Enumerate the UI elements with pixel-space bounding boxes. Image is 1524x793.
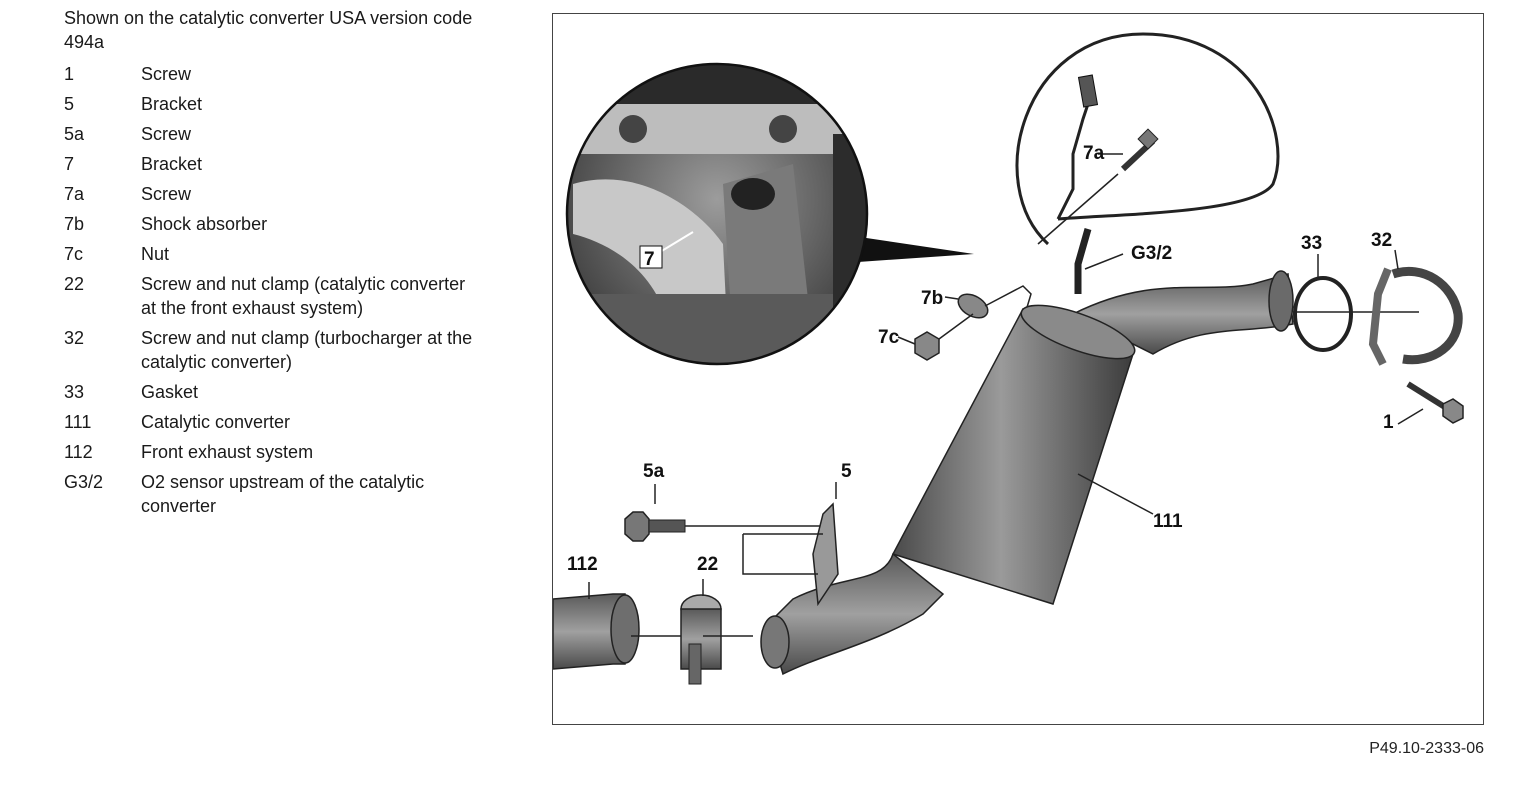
legend-row: 32 Screw and nut clamp (turbocharger at t…: [64, 326, 504, 374]
bracket-5: 5: [742, 461, 852, 607]
legend-code: 32: [64, 328, 85, 348]
clamp-22: 22: [680, 554, 753, 685]
legend-row: 22 Screw and nut clamp (catalytic convert…: [64, 272, 504, 320]
legend-description: Gasket: [141, 382, 199, 402]
callout-33: 33: [1301, 233, 1322, 254]
legend-description: Screw and nut clamp (turbocharger at the…: [141, 328, 473, 372]
legend-title: Shown on the catalytic converter USA ver…: [64, 8, 473, 52]
legend-code: 111: [64, 412, 92, 432]
legend-row: G3/2 O2 sensor upstream of the catalytic …: [64, 470, 504, 518]
legend-description: Shock absorber: [141, 214, 268, 234]
callout-g3-2: G3/2: [1131, 243, 1172, 264]
figure-id: P49.10-2333-06: [1369, 740, 1484, 757]
legend-description: Screw: [141, 184, 192, 204]
gasket-33: 33: [1293, 233, 1419, 352]
legend-code: 7: [64, 154, 75, 174]
legend-code: G3/2: [64, 472, 104, 492]
callout-32: 32: [1371, 230, 1392, 251]
shock-absorber-7b: 7b: [921, 285, 1032, 319]
legend-code: 5: [64, 94, 75, 114]
o2-sensor-g3-2: G3/2: [1015, 32, 1280, 294]
legend-description: Screw and nut clamp (catalytic converter…: [141, 274, 466, 318]
callout-7: 7: [644, 249, 655, 270]
legend-code: 7b: [64, 214, 85, 234]
legend-row: 7a Screw: [64, 182, 504, 206]
callout-1: 1: [1383, 412, 1394, 433]
detail-inset: 7: [565, 62, 974, 366]
screw-1: 1: [1383, 381, 1464, 433]
front-exhaust-112: 112: [552, 554, 685, 670]
legend-row: 7 Bracket: [64, 152, 504, 176]
legend-row: 112 Front exhaust system: [64, 440, 504, 464]
legend-row: 5a Screw: [64, 122, 504, 146]
legend-description: Screw: [141, 64, 192, 84]
legend-code: 1: [64, 64, 75, 84]
clamp-32: 32: [1368, 230, 1463, 366]
legend-code: 5a: [64, 124, 85, 144]
catalytic-converter-111: 111: [760, 270, 1294, 676]
legend: Shown on the catalytic converter USA ver…: [64, 6, 504, 524]
legend-description: Catalytic converter: [141, 412, 291, 432]
legend-description: Bracket: [141, 154, 203, 174]
screw-5a: 5a: [624, 461, 823, 542]
callout-5: 5: [841, 461, 852, 482]
legend-row: 7c Nut: [64, 242, 504, 266]
legend-code: 7a: [64, 184, 85, 204]
legend-row: 7b Shock absorber: [64, 212, 504, 236]
legend-description: Bracket: [141, 94, 203, 114]
legend-row: 1 Screw: [64, 62, 504, 86]
nut-7c: 7c: [878, 313, 974, 361]
legend-description: Front exhaust system: [141, 442, 314, 462]
exploded-view-drawing: 7 G3/2 7a 7b 7c: [552, 32, 1464, 685]
legend-row: 33 Gasket: [64, 380, 504, 404]
callout-112: 112: [567, 554, 598, 575]
callout-7a: 7a: [1083, 143, 1105, 164]
callout-111: 111: [1153, 511, 1183, 532]
callout-7c: 7c: [878, 327, 900, 348]
legend-code: 112: [64, 442, 93, 462]
callout-7b: 7b: [921, 288, 943, 309]
exploded-view-figure: 7 G3/2 7a 7b 7c: [552, 13, 1484, 725]
legend-code: 33: [64, 382, 85, 402]
legend-description: O2 sensor upstream of the catalytic conv…: [141, 472, 425, 516]
callout-5a: 5a: [643, 461, 665, 482]
legend-row: 111 Catalytic converter: [64, 410, 504, 434]
legend-description: Nut: [141, 244, 170, 264]
legend-row: 5 Bracket: [64, 92, 504, 116]
screw-7a: 7a: [1037, 128, 1159, 245]
legend-code: 7c: [64, 244, 84, 264]
legend-code: 22: [64, 274, 85, 294]
legend-description: Screw: [141, 124, 192, 144]
callout-22: 22: [697, 554, 718, 575]
